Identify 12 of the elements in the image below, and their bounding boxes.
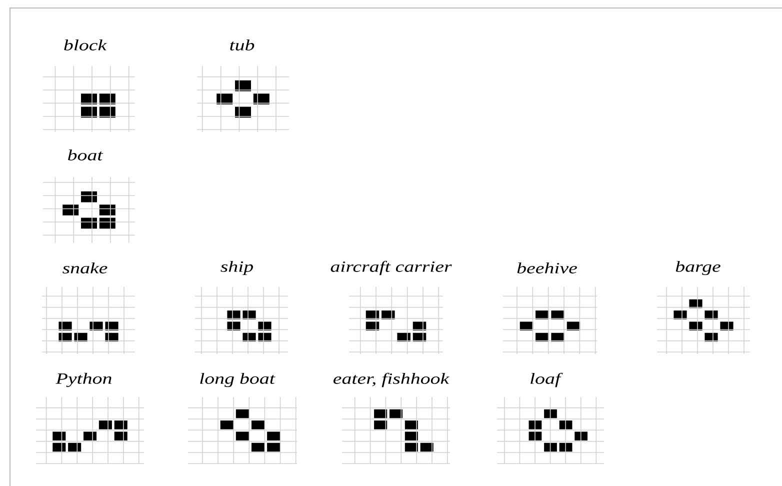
pattern-name: beehive [517,262,577,274]
pattern-name: Python [56,372,112,388]
pattern-name: loaf [530,372,563,388]
pattern-name: boat [68,150,104,160]
pattern-name: snake [62,262,108,274]
pattern-name: tub [230,40,254,50]
pattern-name: block [64,40,107,50]
pattern-name: long boat [200,372,276,388]
pattern-name: aircraft carrier [330,260,452,276]
pattern-name: eater, fishhook [334,372,450,388]
pattern-name: barge [676,260,720,276]
pattern-name: ship [220,260,253,276]
